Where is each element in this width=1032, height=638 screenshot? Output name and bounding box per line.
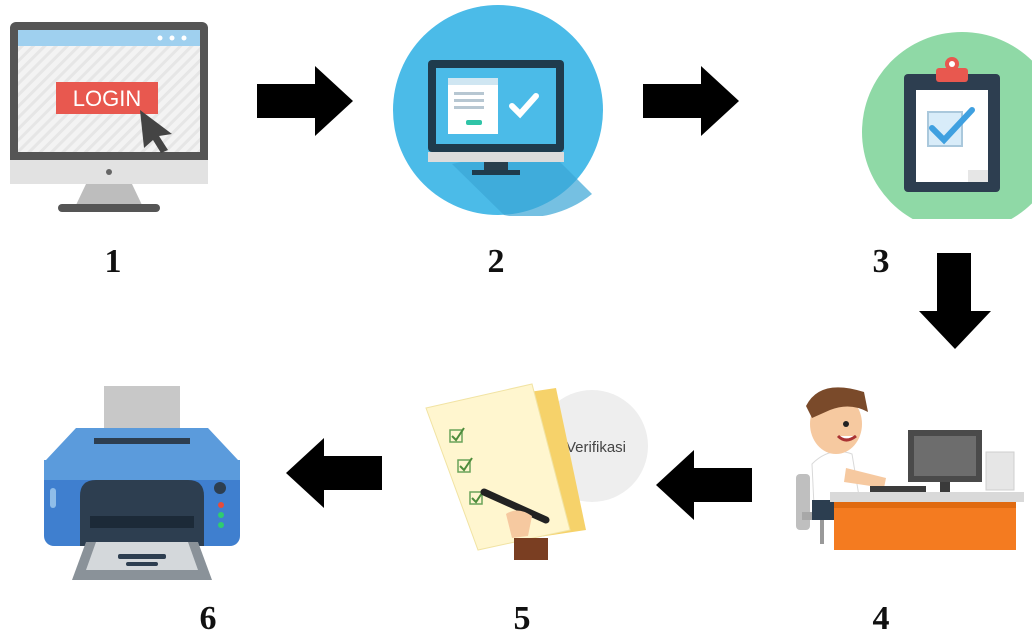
arrow-left-2 bbox=[286, 438, 382, 508]
step-1-login-monitor: LOGIN bbox=[10, 22, 210, 217]
office-worker-desk-icon bbox=[796, 387, 1024, 550]
arrow-right-1 bbox=[257, 66, 353, 136]
step-number-3: 3 bbox=[872, 243, 890, 280]
arrow-left-1 bbox=[656, 450, 752, 520]
verification-label: Verifikasi bbox=[566, 439, 626, 456]
step-3-clipboard-check bbox=[862, 24, 1032, 219]
step-number-2: 2 bbox=[487, 243, 505, 280]
step-5-document-verification: Verifikasi bbox=[420, 380, 650, 568]
arrow-down bbox=[919, 253, 991, 349]
step-number-4: 4 bbox=[872, 600, 890, 637]
step-2-monitor-check bbox=[392, 4, 604, 216]
document-verification-icon: Verifikasi bbox=[425, 383, 648, 560]
step-6-printer bbox=[40, 384, 244, 584]
login-label: LOGIN bbox=[73, 86, 141, 111]
step-number-1: 1 bbox=[104, 243, 122, 280]
step-number-6: 6 bbox=[199, 600, 217, 637]
step-number-5: 5 bbox=[513, 600, 531, 637]
clipboard-check-icon bbox=[862, 32, 1032, 219]
monitor-check-icon bbox=[393, 5, 603, 216]
arrow-right-icon bbox=[643, 66, 739, 136]
login-monitor-icon: LOGIN bbox=[10, 22, 208, 212]
arrow-right-icon bbox=[257, 66, 353, 136]
arrow-left-icon bbox=[656, 450, 752, 520]
step-4-office-worker bbox=[790, 382, 1025, 554]
printer-icon bbox=[44, 386, 240, 580]
arrow-left-icon bbox=[286, 438, 382, 508]
arrow-right-2 bbox=[643, 66, 739, 136]
arrow-down-icon bbox=[919, 253, 991, 349]
